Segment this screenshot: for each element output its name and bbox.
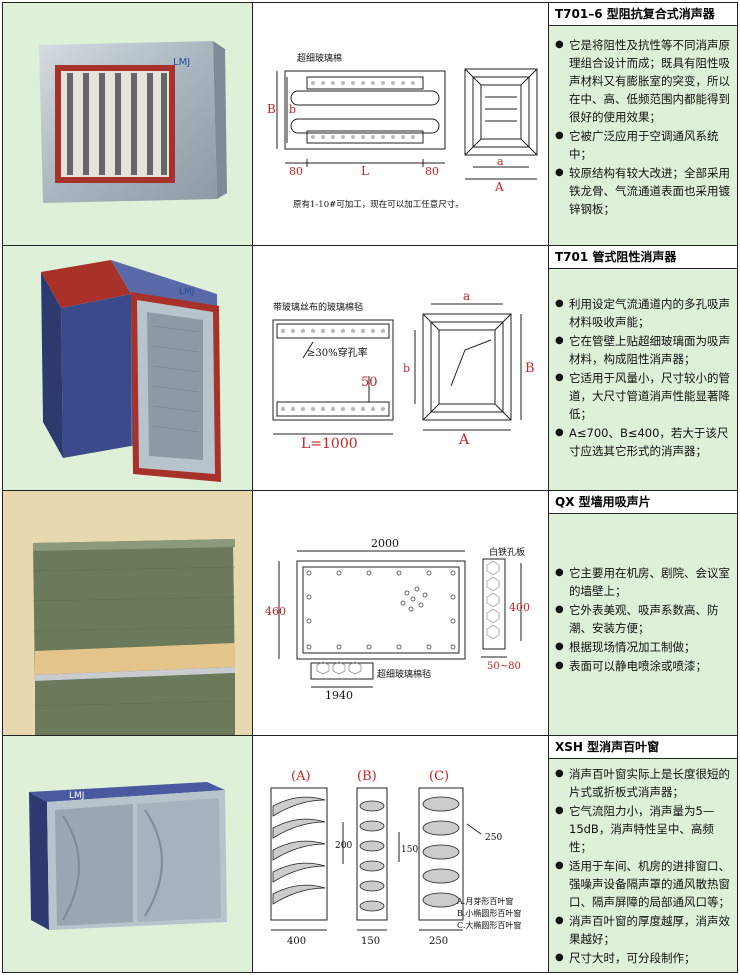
dim-80-right: 80 [425,165,439,178]
dim-400: 400 [509,601,530,614]
drawing-xsh: (A) (B) (C) 200 150 250 400 150 250 A.月芽… [253,736,549,972]
duct-silencer-photo: LMJ [41,260,221,482]
dim-b: b [403,362,410,375]
dim-a: a [463,289,470,303]
description-xsh: XSH 型消声百叶窗 消声百叶窗实际上是长度很短的片式或折板式消声器； 它气流阻… [549,736,737,972]
dim-50-80: 50~80 [487,661,521,672]
label-glass-wool: 超细玻璃棉 [297,52,342,64]
feature-item: 它主要用在机房、剧院、会议室的墙壁上； [555,564,733,600]
dim-250: 250 [429,936,448,947]
feature-item: 它是将阻性及抗性等不同消声原理组合设计而成；既具有阻性吸声材料又有膨胀室的突变，… [555,36,733,126]
feature-item: 它被广泛应用于空调通风系统中； [555,127,733,163]
legend-type-b: B.小椭圆形百叶窗 [457,908,521,918]
svg-text:LMJ: LMJ [173,57,190,68]
feature-item: 它在管壁上贴超细玻璃面为吸声材料，构成阻性消声器； [555,332,733,368]
product-row-qx: 2000 460 白铁孔板 400 50~80 超细玻璃棉毡 1940 QX 型… [3,491,737,736]
label-type-B: (B) [357,769,377,784]
feature-item: 尺寸大时，可分段制作； [555,949,733,967]
feature-item: 消声百叶窗的厚度越厚，消声效果越好； [555,912,733,948]
product-title: QX 型墙用吸声片 [549,491,737,514]
product-title: T701–6 型阻抗复合式消声器 [549,3,737,26]
feature-list: 消声百叶窗实际上是长度很短的片式或折板式消声器； 它气流阻力小，消声量为5—15… [549,759,737,967]
brand-logo: LMJ [173,57,190,68]
feature-item: 较原结构有较大改进；全部采用铁龙骨、气流通道表面也采用镀锌钢板； [555,164,733,218]
product-title: XSH 型消声百叶窗 [549,736,737,759]
feature-item: A≤700、B≤400，若大于该尺寸应选其它形式的消声器； [555,424,733,460]
feature-item: 它适用于风量小，尺寸较小的管道，大尺寸管道消声性能显著降低； [555,369,733,423]
dim-L: L [361,164,369,178]
brand-logo: LMJ [179,287,194,297]
silencer-box-photo: LMJ [39,41,227,203]
dim-L-1000: L=1000 [301,436,358,452]
product-photo-t701-6: LMJ [3,3,253,245]
drawing-t701: 带玻璃丝布的玻璃棉毡 ≥30%穿孔率 50 L=1000 a b B A [253,246,549,490]
description-qx: QX 型墙用吸声片 它主要用在机房、剧院、会议室的墙壁上； 它外表美观、吸声系数… [549,491,737,735]
feature-item: 适用于车间、机房的进排窗口、强噪声设备隔声罩的通风散热窗口、隔声屏障的局部通风口… [555,857,733,911]
drawing-qx: 2000 460 白铁孔板 400 50~80 超细玻璃棉毡 1940 [253,491,549,735]
dim-400: 400 [287,936,306,947]
feature-item: 根据现场情况加工制做； [555,638,733,656]
legend-type-c: C.大椭圆形百叶窗 [457,920,521,930]
label-type-A: (A) [291,769,311,784]
description-t701-6: T701–6 型阻抗复合式消声器 它是将阻性及抗性等不同消声原理组合设计而成；既… [549,3,737,245]
label-glass-wool-felt: 超细玻璃棉毡 [377,668,431,680]
dim-a: a [497,155,504,168]
dim-50: 50 [361,375,378,390]
label-perforation: ≥30%穿孔率 [307,346,368,359]
dim-A: A [494,180,504,194]
legend-type-a: A.月芽形百叶窗 [456,896,513,906]
brand-logo: LMJ [69,791,84,801]
product-photo-xsh: LMJ [3,736,253,972]
label-type-C: (C) [429,769,449,784]
dim-200: 200 [335,841,352,851]
feature-list: 它主要用在机房、剧院、会议室的墙壁上； 它外表美观、吸声系数高、防潮、安装方便；… [549,514,737,675]
product-row-t701: LMJ [3,246,737,491]
product-photo-qx [3,491,253,735]
feature-list: 它是将阻性及抗性等不同消声原理组合设计而成；既具有阻性吸声材料又有膨胀室的突变，… [549,26,737,218]
dim-80-left: 80 [289,165,303,178]
feature-list: 利用设定气流通道内的多孔吸声材料吸收声能； 它在管壁上贴超细玻璃面为吸声材料，构… [549,269,737,460]
feature-item: 它气流阻力小，消声量为5—15dB，消声特性呈中、高频性； [555,802,733,856]
dim-B: B [267,102,276,116]
drawing-note: 原有1-10#可加工，现在可以加工任意尺寸。 [293,199,464,210]
product-row-t701-6: LMJ [3,3,737,246]
dim-A: A [458,432,470,448]
product-photo-t701: LMJ [3,246,253,490]
label-glass-fiber-felt: 带玻璃丝布的玻璃棉毡 [273,301,363,313]
feature-item: 它外表美观、吸声系数高、防潮、安装方便； [555,601,733,637]
feature-item: 消声百叶窗实际上是长度很短的片式或折板式消声器； [555,765,733,801]
dim-2000: 2000 [371,537,399,550]
wall-panel-photo [3,491,252,735]
dim-1940: 1940 [325,689,353,702]
dim-250-side: 250 [485,833,502,843]
dim-460: 460 [265,605,286,618]
louver-window-photo: LMJ [29,782,227,930]
feature-item: 利用设定气流通道内的多孔吸声材料吸收声能； [555,295,733,331]
dim-B: B [525,361,535,376]
drawing-t701-6: 超细玻璃棉 B b 80 L 80 a A 原有1-10#可加工，现在可以加工任… [253,3,549,245]
description-t701: T701 管式阻性消声器 利用设定气流通道内的多孔吸声材料吸收声能； 它在管壁上… [549,246,737,490]
dim-150: 150 [361,936,380,947]
dim-150-side: 150 [401,845,418,855]
label-tin-perforated-plate: 白铁孔板 [489,546,525,558]
product-title: T701 管式阻性消声器 [549,246,737,269]
dim-b: b [289,103,296,116]
feature-item: 表面可以静电喷涂或喷漆； [555,657,733,675]
product-row-xsh: LMJ [3,736,737,972]
